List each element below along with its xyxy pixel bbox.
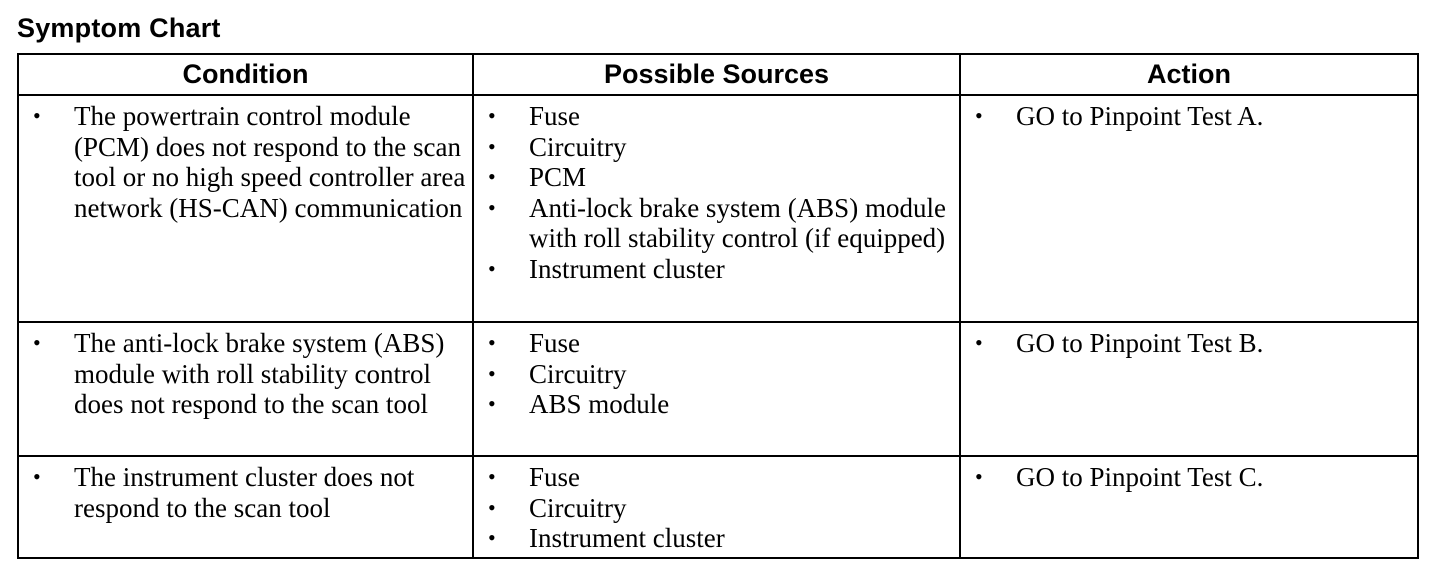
- source-text: Circuitry: [529, 131, 627, 162]
- source-text: Anti-lock brake system (ABS) module with…: [529, 192, 946, 254]
- condition-cell: • The anti-lock brake system (ABS) module…: [17, 321, 474, 457]
- list-item: • GO to Pinpoint Test B.: [971, 328, 1411, 359]
- bullet-icon: •: [488, 464, 496, 489]
- list-item: • The powertrain control module (PCM) doe…: [29, 101, 466, 223]
- bullet-icon: •: [975, 330, 983, 355]
- action-text: GO to Pinpoint Test C.: [1016, 462, 1264, 492]
- source-text: Circuitry: [529, 358, 627, 389]
- bullet-icon: •: [488, 525, 496, 550]
- condition-cell: • The powertrain control module (PCM) doe…: [17, 94, 474, 323]
- table-row: • The anti-lock brake system (ABS) module…: [17, 321, 1419, 457]
- action-cell: • GO to Pinpoint Test A.: [959, 94, 1419, 323]
- source-text: Instrument cluster: [529, 253, 725, 284]
- table-row: • The powertrain control module (PCM) doe…: [17, 94, 1419, 323]
- action-text: GO to Pinpoint Test A.: [1016, 101, 1264, 131]
- list-item: • GO to Pinpoint Test C.: [971, 462, 1411, 493]
- condition-text: The powertrain control module (PCM) does…: [74, 101, 466, 223]
- possible-sources-cell: • Fuse • Circuitry • Instrument cluster: [472, 455, 961, 559]
- list-item: • Instrument cluster: [484, 254, 953, 285]
- action-text: GO to Pinpoint Test B.: [1016, 328, 1264, 358]
- page-title: Symptom Chart: [17, 13, 221, 43]
- table-row: • The instrument cluster does not respond…: [17, 455, 1419, 559]
- list-item: • Circuitry: [484, 359, 953, 390]
- bullet-icon: •: [975, 464, 983, 489]
- condition-text: The anti-lock brake system (ABS) module …: [74, 328, 445, 419]
- possible-sources-cell: • Fuse • Circuitry • PCM • Anti-lock brake s…: [472, 94, 961, 323]
- source-text: PCM: [529, 162, 587, 192]
- list-item: • Circuitry: [484, 493, 953, 524]
- condition-text: The instrument cluster does not respond …: [74, 462, 415, 523]
- bullet-icon: •: [488, 494, 496, 520]
- bullet-icon: •: [488, 164, 496, 189]
- list-item: • Instrument cluster: [484, 523, 953, 554]
- bullet-icon: •: [975, 103, 983, 128]
- source-text: Fuse: [529, 101, 581, 131]
- action-cell: • GO to Pinpoint Test C.: [959, 455, 1419, 559]
- bullet-icon: •: [33, 103, 41, 128]
- bullet-icon: •: [33, 464, 41, 489]
- bullet-icon: •: [488, 360, 496, 386]
- source-text: Circuitry: [529, 492, 627, 523]
- list-item: • The anti-lock brake system (ABS) module…: [29, 328, 466, 420]
- bullet-icon: •: [488, 391, 496, 416]
- possible-sources-cell: • Fuse • Circuitry • ABS module: [472, 321, 961, 457]
- table-header-row: Condition Possible Sources Action: [17, 53, 1419, 96]
- action-cell: • GO to Pinpoint Test B.: [959, 321, 1419, 457]
- bullet-icon: •: [488, 133, 496, 159]
- symptom-chart-table: Condition Possible Sources Action • The p…: [17, 53, 1419, 559]
- column-header-possible-sources: Possible Sources: [472, 53, 961, 96]
- source-text: ABS module: [529, 389, 670, 419]
- list-item: • Fuse: [484, 101, 953, 132]
- source-text: Instrument cluster: [529, 523, 725, 553]
- list-item: • The instrument cluster does not respond…: [29, 462, 466, 523]
- condition-cell: • The instrument cluster does not respond…: [17, 455, 474, 559]
- source-text: Fuse: [529, 328, 581, 358]
- bullet-icon: •: [488, 330, 496, 355]
- column-header-action: Action: [959, 53, 1419, 96]
- bullet-icon: •: [488, 194, 496, 220]
- column-header-condition: Condition: [17, 53, 474, 96]
- list-item: • Fuse: [484, 462, 953, 493]
- list-item: • Fuse: [484, 328, 953, 359]
- bullet-icon: •: [33, 330, 41, 355]
- list-item: • GO to Pinpoint Test A.: [971, 101, 1411, 132]
- bullet-icon: •: [488, 103, 496, 128]
- list-item: • Anti-lock brake system (ABS) module wit…: [484, 193, 953, 254]
- bullet-icon: •: [488, 255, 496, 281]
- list-item: • Circuitry: [484, 132, 953, 163]
- list-item: • ABS module: [484, 389, 953, 420]
- source-text: Fuse: [529, 462, 581, 492]
- list-item: • PCM: [484, 162, 953, 193]
